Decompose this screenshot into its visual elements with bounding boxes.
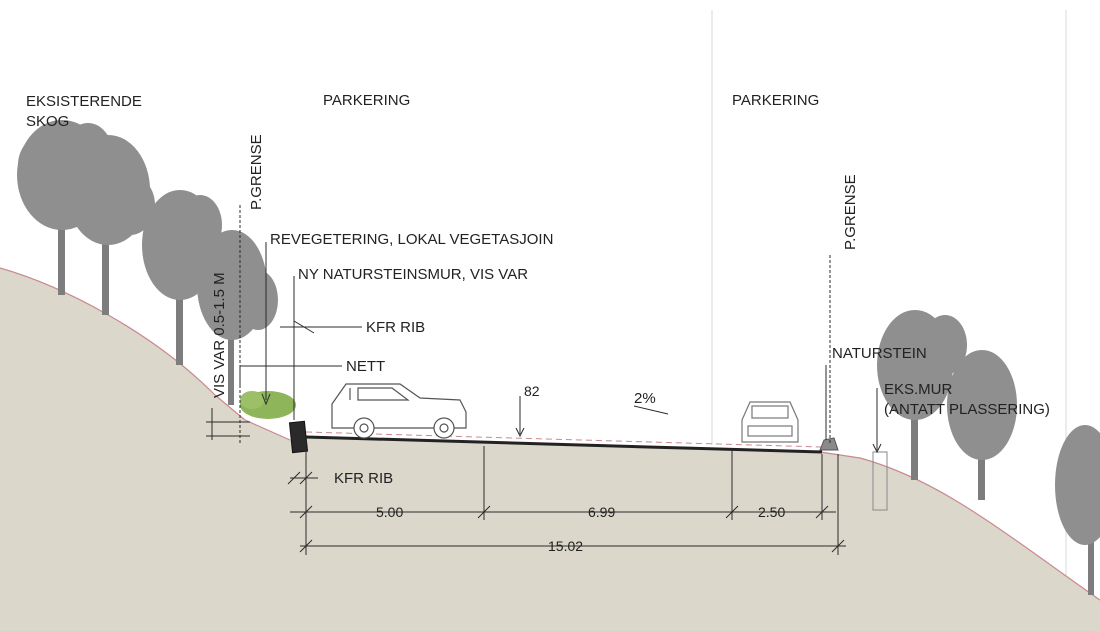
tree-icon [1055,425,1100,595]
tree-icon [947,350,1017,500]
label-existing-wall-line1: EKS.MUR [884,381,953,398]
label-property-line-right: P.GRENSE [842,174,859,250]
dimension-label-d1: 5.00 [376,504,403,520]
tick-mark [299,505,313,519]
tick-mark [477,505,491,519]
label-property-line-left: P.GRENSE [248,134,265,210]
tree-icon [877,310,967,480]
label-natural-stone: NATURSTEIN [832,345,927,362]
dimension-label-total: 15.02 [548,538,583,554]
label-existing-wall-line2: (ANTATT PLASSERING) [884,401,1050,418]
tick-mark [831,539,845,553]
label-kfr-rib-bottom: KFR RIB [334,470,393,487]
terrain-slope-edge-left [0,267,291,441]
arrow-icon [515,427,525,438]
tree-icon [197,230,278,405]
parking-surface [305,435,823,454]
shrub-icon [240,391,296,419]
label-elevation: 82 [524,383,540,399]
surface-dashed-line [305,431,823,448]
car-icon [741,401,799,443]
label-slope: 2% [634,390,656,407]
tick-mark [299,471,313,485]
suv-icon [331,383,467,439]
tree-group-left [17,120,278,405]
tick-mark [299,539,313,553]
tick-mark [287,471,301,485]
label-fence: NETT [346,358,385,375]
tick-mark [725,505,739,519]
label-vis-var: VIS VAR 0.5-1.5 M [211,272,228,398]
arrow-icon [261,393,271,406]
label-existing-forest-line1: EKSISTERENDE [26,93,142,110]
leader-fence [239,365,342,388]
dimension-label-d2: 6.99 [588,504,615,520]
dimension-lines [287,440,846,555]
slope-arrow-icon [633,405,669,415]
tick-mark [815,505,829,519]
dimension-label-d3: 2.50 [758,504,785,520]
label-parking-right: PARKERING [732,92,819,109]
existing-wall [872,451,888,511]
label-existing-forest-line2: SKOG [26,113,69,130]
label-parking-left: PARKERING [323,92,410,109]
arrow-icon [872,443,882,454]
tree-icon [66,135,155,315]
tree-group-right [877,310,1100,595]
terrain-ground [0,268,1100,631]
label-revegetation: REVEGETERING, LOKAL VEGETASJOIN [270,231,553,248]
natural-stone [819,437,839,451]
stone-wall [288,420,309,454]
label-kfr-rib-top: KFR RIB [366,319,425,336]
tick-mark [293,320,315,334]
terrain-slope-edge-right [819,451,1100,601]
label-new-stone-wall: NY NATURSTEINSMUR, VIS VAR [298,266,528,283]
